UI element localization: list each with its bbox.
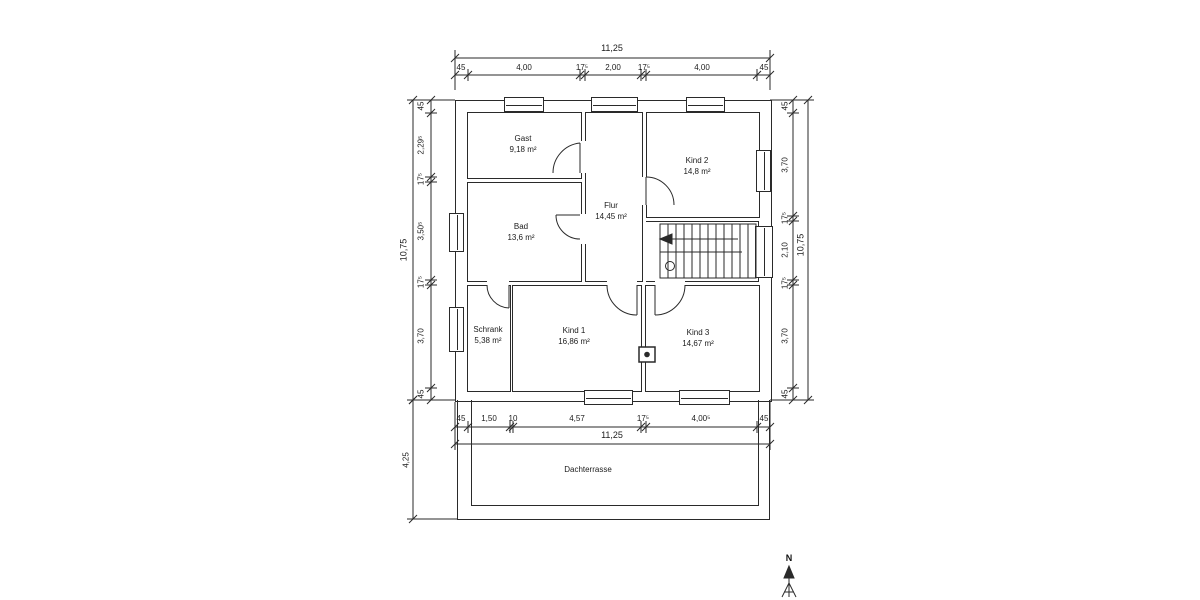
window-flur [591, 97, 638, 112]
window-pane-line [763, 152, 765, 190]
room-name: Bad [513, 222, 529, 231]
room-name: Gast [514, 134, 532, 143]
dim-bottom-6: 45 [759, 414, 769, 423]
room-name: Kind 3 [686, 328, 710, 337]
dim-left-0: 45 [416, 101, 426, 111]
dim-top-5: 4,00 [694, 63, 710, 72]
room-name: Dachterrasse [564, 465, 612, 474]
window-pane-line [764, 228, 765, 276]
dim-left-1: 2,29⁵ [416, 135, 426, 155]
dim-right-5: 3,70 [780, 328, 790, 344]
door-opening-kind3 [655, 278, 685, 287]
room-area: 14,67 m² [682, 339, 714, 348]
window-kind2-right [756, 150, 771, 192]
door-opening-kind1 [607, 278, 637, 287]
dim-bottom-2: 10 [508, 414, 518, 423]
room-label-gast: Gast 9,18 m² [509, 133, 536, 155]
dim-bottom-overall: 11,25 [601, 430, 623, 440]
dim-top-0: 45 [456, 63, 466, 72]
dim-right-4: 17⁵ [780, 276, 790, 290]
dim-left-5: 3,70 [416, 328, 426, 344]
dim-bottom-1: 1,50 [481, 414, 497, 423]
dim-bottom-4: 17⁵ [636, 414, 650, 423]
window-schrank [449, 307, 464, 352]
window-pane-line [593, 104, 636, 106]
terrace-inner-outline [471, 400, 759, 506]
room-name: Flur [604, 201, 618, 210]
window-pane-line [681, 397, 728, 399]
dim-right-6: 45 [780, 389, 790, 399]
door-opening-schrank [487, 278, 509, 287]
terrace-outline [457, 400, 770, 520]
window-gast [504, 97, 544, 112]
room-label-schrank: Schrank 5,38 m² [473, 324, 502, 346]
dim-right-1: 3,70 [780, 157, 790, 173]
window-pane-line [456, 215, 458, 250]
room-area: 13,6 m² [507, 233, 535, 242]
room-label-kind2: Kind 2 14,8 m² [683, 155, 710, 177]
dim-right-2: 17⁵ [780, 211, 790, 225]
window-pane-line [688, 104, 723, 106]
window-bad [449, 213, 464, 252]
north-arrow-icon [781, 564, 797, 598]
room-label-dachterrasse: Dachterrasse [564, 464, 612, 475]
terrace-door-kind3 [679, 390, 730, 405]
dim-top-overall: 11,25 [601, 43, 623, 53]
dim-left-6: 45 [416, 389, 426, 399]
dim-left-overall: 10,75 [398, 238, 409, 262]
window-stair [755, 226, 773, 278]
dim-bottom-3: 4,57 [569, 414, 585, 423]
dim-top-3: 2,00 [605, 63, 621, 72]
room-area: 16,86 m² [558, 337, 590, 346]
dim-top-6: 45 [759, 63, 769, 72]
door-opening-bad [578, 214, 587, 244]
dim-right-0: 45 [780, 101, 790, 111]
room-name: Kind 1 [562, 326, 586, 335]
terrace-door-kind1 [584, 390, 633, 405]
room-label-flur: Flur 14,45 m² [595, 200, 627, 222]
room-flur [585, 112, 643, 282]
dim-terrace-depth: 4,25 [401, 452, 411, 468]
room-name: Kind 2 [685, 156, 709, 165]
dim-bottom-0: 45 [456, 414, 466, 423]
dim-left-4: 17⁵ [416, 275, 426, 289]
room-kind1 [512, 285, 642, 392]
dim-left-2: 17⁵ [416, 172, 426, 186]
window-pane-line [586, 397, 631, 399]
dim-top-4: 17⁵ [637, 63, 651, 72]
dim-right-overall: 10,75 [795, 233, 806, 257]
room-label-kind1: Kind 1 16,86 m² [558, 325, 590, 347]
room-name: Schrank [473, 325, 503, 334]
window-pane-line [506, 104, 542, 106]
room-label-kind3: Kind 3 14,67 m² [682, 327, 714, 349]
window-pane-line [456, 309, 458, 350]
dim-top-1: 4,00 [516, 63, 532, 72]
dim-top-2: 17⁵ [575, 63, 589, 72]
room-area: 9,18 m² [509, 145, 537, 154]
stair-hall [646, 221, 759, 282]
dim-left-3: 3,50⁵ [416, 221, 426, 241]
door-opening-kind2 [639, 177, 648, 205]
room-area: 14,8 m² [683, 167, 711, 176]
room-area: 14,45 m² [595, 212, 627, 221]
dim-right-3: 2,10 [780, 242, 790, 258]
room-area: 5,38 m² [474, 336, 502, 345]
north-label: N [785, 553, 793, 563]
door-opening-gast [578, 141, 587, 173]
room-label-bad: Bad 13,6 m² [507, 221, 534, 243]
dim-bottom-5: 4,00⁵ [691, 414, 711, 423]
window-kind2-top [686, 97, 725, 112]
